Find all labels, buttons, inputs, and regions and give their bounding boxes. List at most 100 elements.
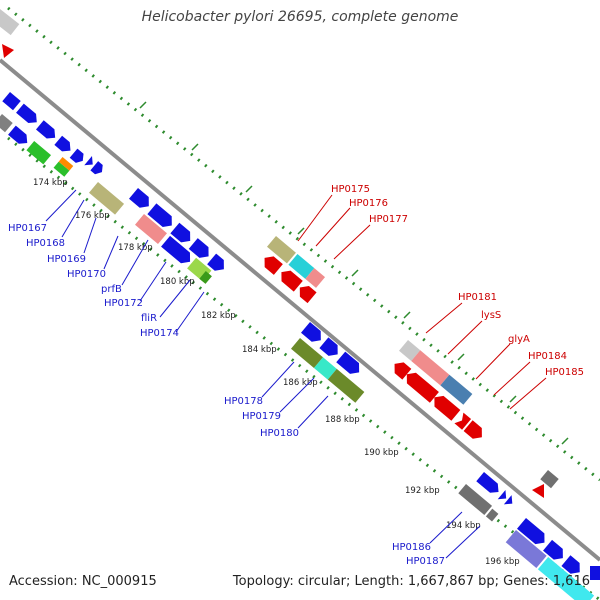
gene-label: HP0177 xyxy=(369,214,408,225)
scale-label: 194 kbp xyxy=(446,521,481,531)
gene-red xyxy=(394,362,412,380)
gene-label: HP0174 xyxy=(140,328,179,339)
gene-label: HP0179 xyxy=(242,411,281,422)
scale-label: 186 kbp xyxy=(283,378,318,388)
gene-red xyxy=(281,270,303,292)
gene-blue xyxy=(319,337,338,356)
outer-scale-track xyxy=(7,6,600,482)
scale-label: 182 kbp xyxy=(201,311,236,321)
gene-green xyxy=(26,140,52,165)
gene-red xyxy=(264,256,283,275)
scale-label: 176 kbp xyxy=(75,211,110,221)
gene-red xyxy=(2,44,14,58)
gene-label: HP0187 xyxy=(406,556,445,567)
gene-blue xyxy=(301,322,321,342)
scale-labels: 174 kbp 176 kbp 178 kbp 180 kbp 182 kbp … xyxy=(33,178,520,567)
gene-lightcyan xyxy=(537,556,595,600)
map-title: Helicobacter pylori 26695, complete geno… xyxy=(141,9,459,25)
scale-label: 174 kbp xyxy=(33,178,68,188)
gene-blue xyxy=(503,495,513,505)
gene-blue xyxy=(35,120,56,139)
gene-label: HP0178 xyxy=(224,396,263,407)
gene-label: HP0168 xyxy=(26,238,65,249)
scale-label: 190 kbp xyxy=(364,448,399,458)
gene-blue xyxy=(161,235,191,264)
gene-red xyxy=(454,412,472,430)
gene-blue xyxy=(561,555,580,574)
gene-blue xyxy=(336,351,360,374)
gene-aqua xyxy=(313,357,337,380)
gene-label: HP0170 xyxy=(67,269,106,280)
gene-blue xyxy=(147,203,172,228)
gene-blue xyxy=(69,148,84,163)
gene-blue xyxy=(16,103,37,124)
gene-pink xyxy=(135,214,167,245)
gene-darkgray xyxy=(540,470,559,489)
gene-label: prfB xyxy=(101,284,122,295)
gene-label: glyA xyxy=(508,334,530,345)
gene-label: lysS xyxy=(481,310,501,321)
gene-green xyxy=(53,161,70,177)
gene-olive xyxy=(267,236,296,264)
blue-gene-labels: HP0167 HP0168 HP0169 HP0170 prfB HP0172 … xyxy=(8,223,445,567)
gene-blue xyxy=(517,518,545,545)
red-leader-lines xyxy=(297,194,547,410)
gene-label: HP0169 xyxy=(47,254,86,265)
scale-label: 192 kbp xyxy=(405,486,440,496)
gene-cyan xyxy=(288,253,315,279)
gene-blue xyxy=(2,92,21,111)
gene-blue xyxy=(54,135,71,152)
gene-red xyxy=(299,285,317,304)
gene-gray xyxy=(399,340,421,362)
scale-label: 180 kbp xyxy=(160,277,195,287)
gene-darkgray xyxy=(485,508,499,522)
gene-blue xyxy=(90,161,103,175)
gene-label: HP0186 xyxy=(392,542,431,553)
gene-blue xyxy=(170,222,191,243)
gene-pink xyxy=(411,350,450,386)
genome-summary-text: Topology: circular; Length: 1,667,867 bp… xyxy=(232,574,590,589)
gene-darkgray xyxy=(458,484,493,516)
genome-backbone xyxy=(0,58,600,562)
gene-violet xyxy=(505,530,547,568)
gene-label: HP0172 xyxy=(104,298,143,309)
gene-blue xyxy=(84,156,93,166)
accession-text: Accession: NC_000915 xyxy=(9,574,157,589)
gene-features xyxy=(0,6,600,600)
gene-blue xyxy=(8,125,28,144)
gene-olivegreen xyxy=(327,368,365,403)
gene-gray xyxy=(0,6,20,36)
outer-ticks xyxy=(139,101,569,445)
gene-label: fliR xyxy=(141,313,157,324)
gene-steelblue xyxy=(440,374,473,405)
red-gene-labels: HP0175 HP0176 HP0177 HP0181 lysS glyA HP… xyxy=(331,184,584,378)
gene-blue xyxy=(543,539,563,560)
gene-blue xyxy=(497,489,507,500)
gene-label: HP0167 xyxy=(8,223,47,234)
scale-label: 196 kbp xyxy=(485,557,520,567)
gene-label: HP0180 xyxy=(260,428,299,439)
gene-label: HP0184 xyxy=(528,351,567,362)
gene-blue xyxy=(476,472,499,493)
gene-blue xyxy=(129,188,149,208)
gene-label: HP0185 xyxy=(545,367,584,378)
blue-leader-lines xyxy=(45,189,481,559)
gene-blue xyxy=(207,253,224,271)
inner-scale-track xyxy=(7,136,600,600)
gene-label: HP0181 xyxy=(458,292,497,303)
scale-label: 188 kbp xyxy=(325,415,360,425)
gene-red xyxy=(532,484,544,498)
scale-label: 184 kbp xyxy=(242,345,277,355)
gene-red xyxy=(406,372,439,403)
scale-label: 178 kbp xyxy=(118,243,153,253)
gene-blue xyxy=(188,238,209,258)
gene-darkgreen xyxy=(199,271,212,284)
gene-pink xyxy=(305,268,326,288)
gene-red xyxy=(434,395,461,421)
gene-label: HP0176 xyxy=(349,198,388,209)
gene-orange xyxy=(58,156,74,171)
gene-olive xyxy=(89,182,125,215)
gene-gray xyxy=(0,114,13,133)
